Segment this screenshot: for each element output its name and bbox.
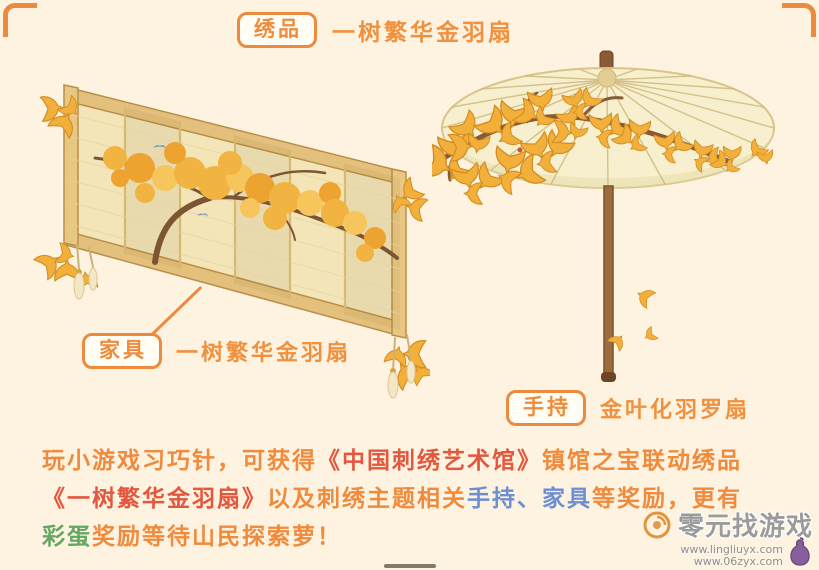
folding-screen-illustration bbox=[25, 48, 430, 399]
description-segment: 奖励等待山民探索萝！ bbox=[92, 524, 342, 550]
description-segment: 玩小游戏习巧针，可获得 bbox=[42, 448, 317, 474]
watermark: 零元找游戏 www.lingliuyx.com www.06zyx.com bbox=[642, 506, 813, 568]
description-line: 《一树繁华金羽扇》以及刺绣主题相关手持、家具等奖励，更有 bbox=[42, 480, 790, 518]
description-segment: 镇馆之宝联动绣品 bbox=[542, 448, 742, 474]
description-segment: 以及刺绣主题相关 bbox=[267, 486, 467, 512]
handheld-item-name: 金叶化羽罗扇 bbox=[600, 398, 751, 424]
watermark-url: www.06zyx.com bbox=[693, 555, 783, 568]
embroidery-tag-badge: 绣品 bbox=[237, 12, 317, 49]
embroidery-item-name: 一树繁华金羽扇 bbox=[332, 20, 514, 47]
compass-seal-icon bbox=[643, 511, 671, 538]
watermark-url: www.lingliuyx.com bbox=[680, 543, 783, 556]
screen-ginkgo-tree bbox=[93, 142, 399, 265]
description-segment: 彩蛋 bbox=[42, 524, 92, 550]
corner-bracket-top-left-icon bbox=[3, 3, 37, 37]
description-segment: 手持、家具 bbox=[467, 486, 592, 512]
screen-tassels bbox=[73, 243, 416, 399]
ginkgo-branch bbox=[432, 81, 776, 215]
furniture-tag-badge: 家具 bbox=[82, 333, 162, 370]
umbrella-pole bbox=[601, 185, 616, 382]
description-segment: 《一树繁华金羽扇》 bbox=[42, 486, 267, 512]
header: 绣品 一树繁华金羽扇 bbox=[0, 12, 785, 49]
umbrella-illustration bbox=[432, 50, 776, 382]
handheld-tag-badge: 手持 bbox=[506, 390, 586, 427]
gourd-icon bbox=[790, 537, 810, 566]
description: 玩小游戏习巧针，可获得《中国刺绣艺术馆》镇馆之宝联动绣品《一树繁华金羽扇》以及刺… bbox=[42, 442, 790, 556]
home-indicator bbox=[383, 564, 436, 568]
furniture-label: 家具 一树繁华金羽扇 bbox=[82, 333, 352, 370]
furniture-item-name: 一树繁华金羽扇 bbox=[176, 341, 352, 367]
description-segment: 等奖励，更有 bbox=[592, 486, 742, 512]
description-line: 彩蛋奖励等待山民探索萝！ bbox=[42, 518, 790, 556]
falling-leaves bbox=[607, 284, 659, 352]
handheld-label: 手持 金叶化羽罗扇 bbox=[506, 390, 751, 427]
description-segment: 《中国刺绣艺术馆》 bbox=[317, 448, 542, 474]
watermark-brand: 零元找游戏 bbox=[677, 512, 813, 542]
description-line: 玩小游戏习巧针，可获得《中国刺绣艺术馆》镇馆之宝联动绣品 bbox=[42, 442, 790, 480]
corner-bracket-top-right-icon bbox=[782, 3, 816, 37]
screen-foliage bbox=[103, 142, 386, 262]
